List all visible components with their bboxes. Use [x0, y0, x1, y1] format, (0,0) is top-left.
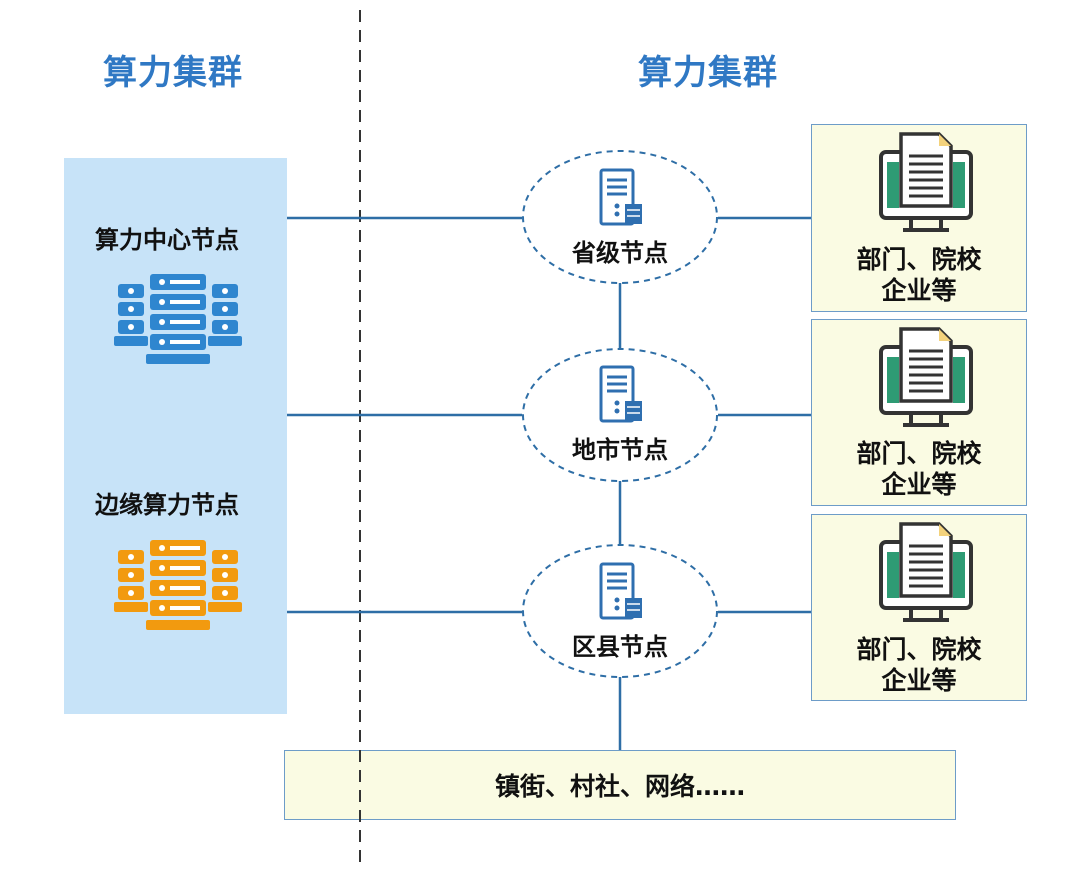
edge-node-label: 边缘算力节点 [95, 491, 239, 519]
left-section-title: 算力集群 [103, 53, 243, 93]
target-1-line2: 企业等 [881, 276, 957, 305]
center-server-rack-icon [114, 274, 242, 364]
target-2-label: 部门、院校 企业等 [811, 438, 1027, 500]
center-node-label: 算力中心节点 [95, 226, 239, 254]
grassroots-label: 镇街、村社、网络…… [494, 772, 745, 801]
target-3-label: 部门、院校 企业等 [811, 634, 1027, 696]
grassroots-box [284, 750, 956, 820]
target-2-line1: 部门、院校 [856, 439, 982, 468]
target-3-line2: 企业等 [881, 666, 957, 695]
target-3-monitor-document-icon [879, 522, 973, 622]
city-node-label: 地市节点 [572, 436, 668, 464]
right-section-title: 算力集群 [638, 53, 778, 93]
edge-server-rack-icon [114, 540, 242, 630]
target-2-line2: 企业等 [881, 470, 957, 499]
county-node-label: 区县节点 [572, 633, 668, 661]
province-node-label: 省级节点 [572, 239, 668, 267]
target-1-line1: 部门、院校 [856, 245, 982, 274]
target-2-monitor-document-icon [879, 327, 973, 427]
target-1-label: 部门、院校 企业等 [811, 244, 1027, 306]
target-3-line1: 部门、院校 [856, 635, 982, 664]
target-1-monitor-document-icon [879, 132, 973, 232]
